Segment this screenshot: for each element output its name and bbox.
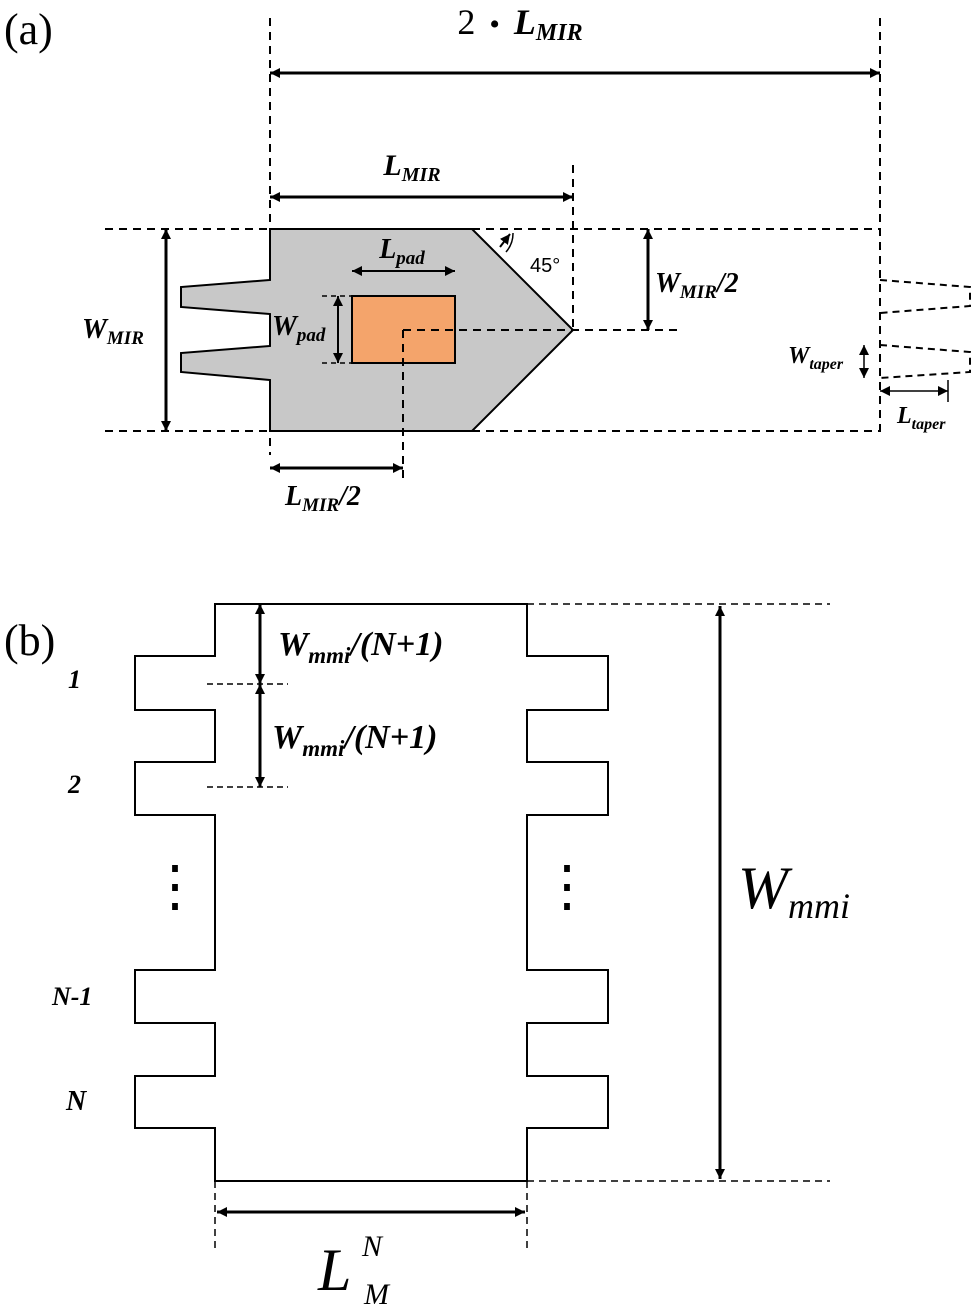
port-label-2: 2 — [67, 770, 81, 799]
spacing-label-1: Wmmi/(N+1) — [278, 626, 443, 668]
w-pad-label: Wpad — [272, 311, 326, 346]
l-pad-label: Lpad — [378, 234, 425, 269]
panel-b: (b) Wmmi/(N+1) Wmmi/(N+1) 1 2 N-1 N ⋮ ⋮ … — [4, 603, 850, 1310]
mirrored-taper-lower — [879, 344, 971, 379]
w-mmi-label: Wmmi — [738, 855, 850, 926]
w-mir-half-label: WMIR/2 — [655, 268, 739, 303]
panel-a-label: (a) — [4, 5, 53, 54]
mirrored-taper-upper — [879, 279, 971, 314]
spacing-label-2: Wmmi/(N+1) — [272, 719, 437, 761]
left-vertical-ellipsis: ⋮ — [147, 856, 203, 918]
angle-arc — [505, 232, 514, 253]
right-vertical-ellipsis: ⋮ — [539, 856, 595, 918]
length-main: L — [317, 1237, 351, 1303]
angle-arrow — [499, 233, 511, 248]
length-sub: M — [363, 1278, 391, 1310]
two-l-mir-label: 2•LMIR — [457, 2, 582, 46]
w-mir-label: WMIR — [82, 314, 144, 349]
l-mir-label: LMIR — [382, 149, 440, 186]
panel-b-label: (b) — [4, 616, 55, 665]
port-label-n: N — [65, 1086, 88, 1117]
port-label-n-minus-1: N-1 — [51, 982, 92, 1011]
l-taper-label: Ltaper — [896, 403, 946, 433]
mmi-outline — [134, 603, 609, 1182]
l-mir-half-label: LMIR/2 — [284, 481, 361, 516]
port-label-1: 1 — [68, 665, 81, 694]
panel-a: (a) 2•LMIR LMIR — [4, 2, 971, 516]
length-sup: N — [361, 1230, 384, 1263]
angle-label: 45° — [530, 255, 560, 277]
w-taper-label: Wtaper — [788, 343, 844, 373]
